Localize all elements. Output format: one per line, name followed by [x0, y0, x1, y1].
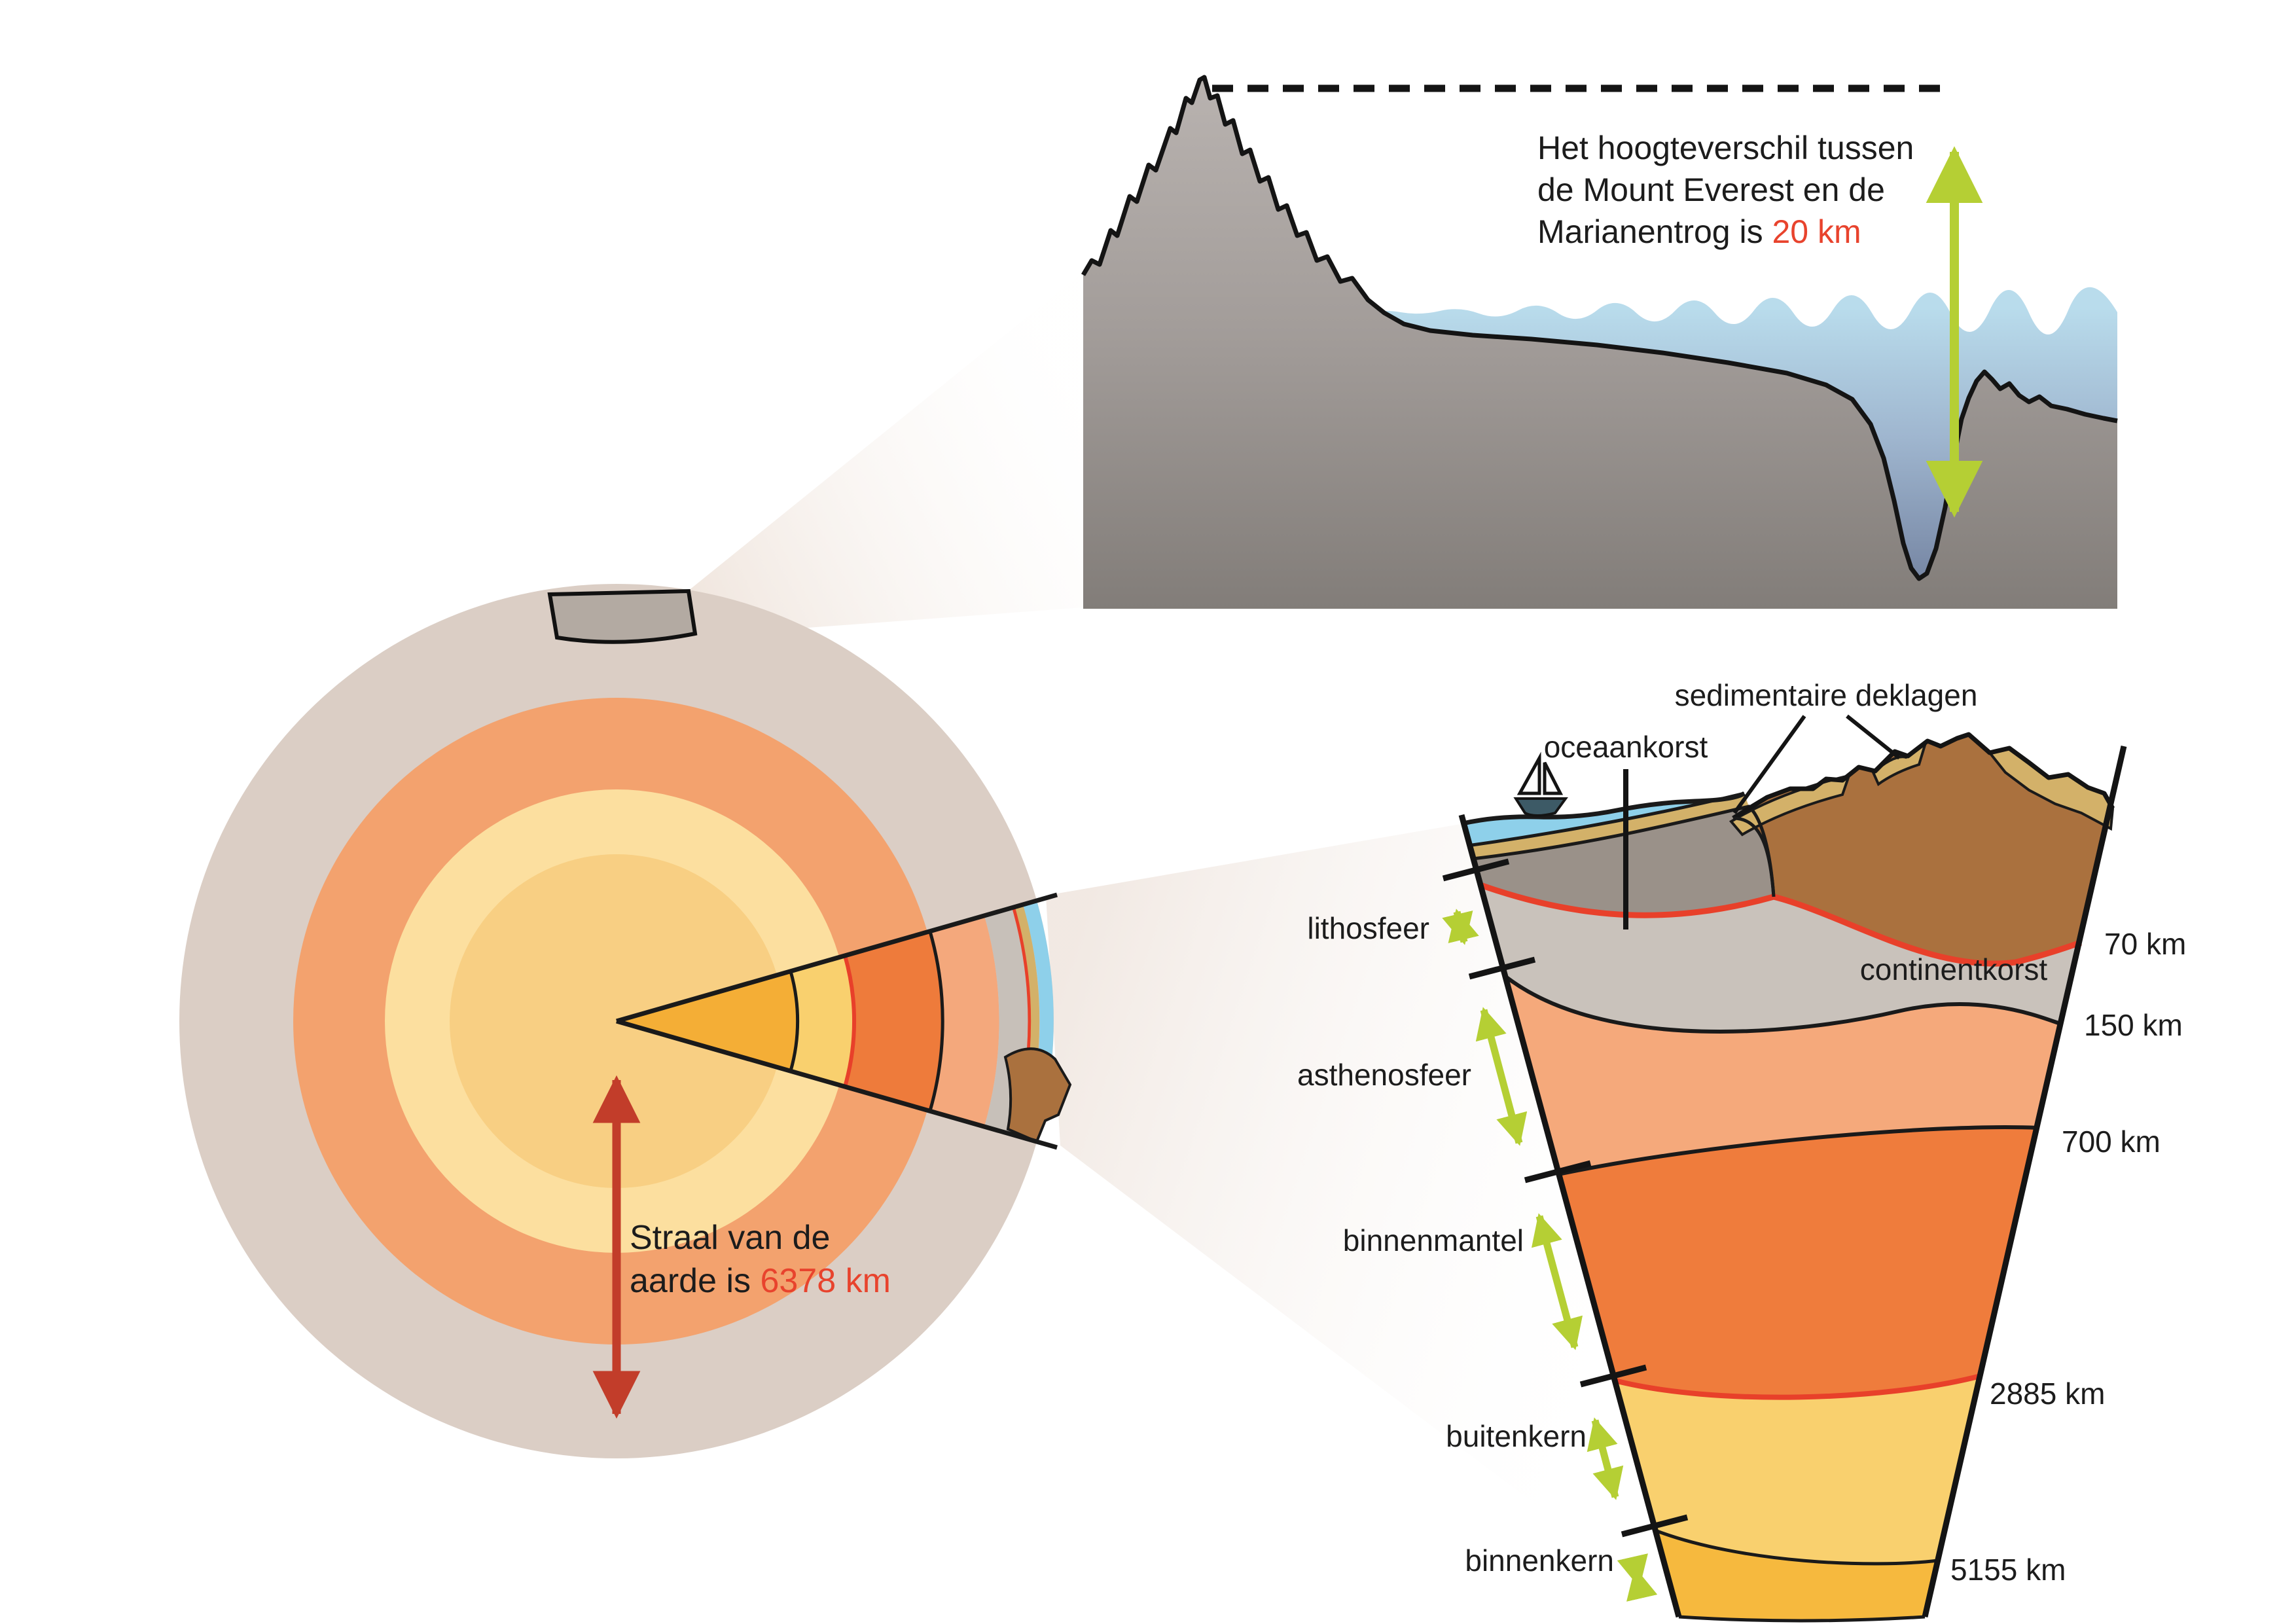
label-lithosfeer: lithosfeer [1307, 911, 1429, 945]
tick-700km [1524, 1160, 1592, 1183]
label-oceaankorst: oceaankorst [1544, 730, 1708, 764]
label-sedimentaire-deklagen: sedimentaire deklagen [1675, 678, 1978, 712]
wedge-outer-core [1615, 1376, 1981, 1564]
arrow-lithosfeer [1442, 909, 1479, 945]
label-binnenmantel: binnenmantel [1343, 1223, 1524, 1257]
overview-caption-line3-prefix: Marianentrog is [1537, 213, 1772, 250]
depth-150km: 150 km [2084, 1008, 2183, 1042]
wedge-2885km-red-line [1614, 1373, 1982, 1400]
wedge-moho-red-line [1479, 882, 2083, 967]
wedge-continent-surface-line [1732, 732, 2115, 820]
zoom-cone-to-cross-section [1046, 823, 1677, 1612]
wedge-5155km-line [1655, 1528, 1939, 1566]
arrow-asthenosfeer [1475, 1007, 1528, 1146]
leader-sediment-col [1846, 714, 1901, 760]
height-difference-value: 20 km [1772, 213, 1861, 250]
overview-caption-line1: Het hoogteverschil tussen [1537, 130, 1914, 166]
sailboat-icon [1513, 751, 1568, 817]
wedge-sea-water [1463, 793, 1744, 846]
tick-lithosphere-top [1442, 858, 1510, 882]
leader-sediment-west [1732, 715, 1806, 814]
sector-edge-lower [616, 1019, 1058, 1150]
sector-mantle [845, 931, 943, 1111]
overview-caption-line2: de Mount Everest en de [1537, 171, 1885, 208]
label-asthenosfeer: asthenosfeer [1297, 1058, 1471, 1092]
radius-caption-line2-prefix: aarde is [630, 1262, 760, 1300]
wedge-lithosphere-mantle [1480, 885, 2081, 1032]
depth-5155km: 5155 km [1950, 1553, 2066, 1587]
label-continentkorst: continentkorst [1860, 952, 2048, 986]
wedge-sediment-cap-west [1729, 774, 1852, 837]
cross-section-wedge: sedimentaire deklagen oceaankorst contin… [1297, 678, 2186, 1623]
tick-2885km [1579, 1364, 1647, 1388]
sector-continent-blob [1003, 1047, 1072, 1144]
globe: Straal van de aarde is 6378 km [179, 584, 1072, 1458]
overview-caption-line3: Marianentrog is 20 km [1537, 213, 1861, 250]
sector-asthenosphere [930, 916, 999, 1127]
wedge-150km-line [1503, 973, 2063, 1034]
sector-outer-core [791, 956, 855, 1087]
overview-terrain-outline [1081, 75, 2118, 581]
overview-panel: Het hoogteverschil tussen de Mount Evere… [1081, 62, 2118, 609]
wedge-continent-west-edge-line [1732, 816, 1776, 897]
arrow-binnenkern [1617, 1553, 1658, 1602]
radius-caption-line1: Straal van de [630, 1219, 830, 1257]
sector-inner-core [617, 971, 798, 1071]
tick-5155km [1621, 1514, 1689, 1538]
globe-sector [616, 892, 1072, 1150]
sector-red-arc-363 [843, 955, 856, 1087]
sector-water [1023, 901, 1054, 1067]
wedge-sediment-top-line [1467, 791, 1745, 848]
overview-terrain-fill [1083, 77, 2117, 609]
wedge-asthenosphere [1504, 975, 2062, 1174]
globe-crust-sample-segment [547, 588, 698, 644]
sector-arc-498 [928, 931, 944, 1111]
depth-70km: 70 km [2104, 927, 2186, 961]
arrow-binnenmantel [1531, 1213, 1583, 1350]
wedge-inner-mantle [1558, 1127, 2038, 1398]
wedge-bottom-line [1678, 1615, 1926, 1623]
radius-caption-line2: aarde is 6378 km [630, 1262, 891, 1300]
arrow-buitenkern [1587, 1417, 1624, 1500]
wedge-inner-core [1655, 1530, 1938, 1621]
label-buitenkern: buitenkern [1446, 1419, 1587, 1453]
sector-edge-upper [616, 892, 1058, 1024]
radius-value: 6378 km [760, 1262, 890, 1300]
wedge-right-edge [1922, 745, 2127, 1618]
sector-arc-277 [789, 971, 800, 1072]
depth-2885km: 2885 km [1990, 1377, 2105, 1411]
depth-700km: 700 km [2062, 1125, 2161, 1159]
label-binnenkern: binnenkern [1465, 1543, 1614, 1578]
wedge-700km-line [1558, 1125, 2039, 1176]
zoom-cone-to-overview [685, 272, 1083, 636]
tick-150km [1468, 956, 1536, 980]
